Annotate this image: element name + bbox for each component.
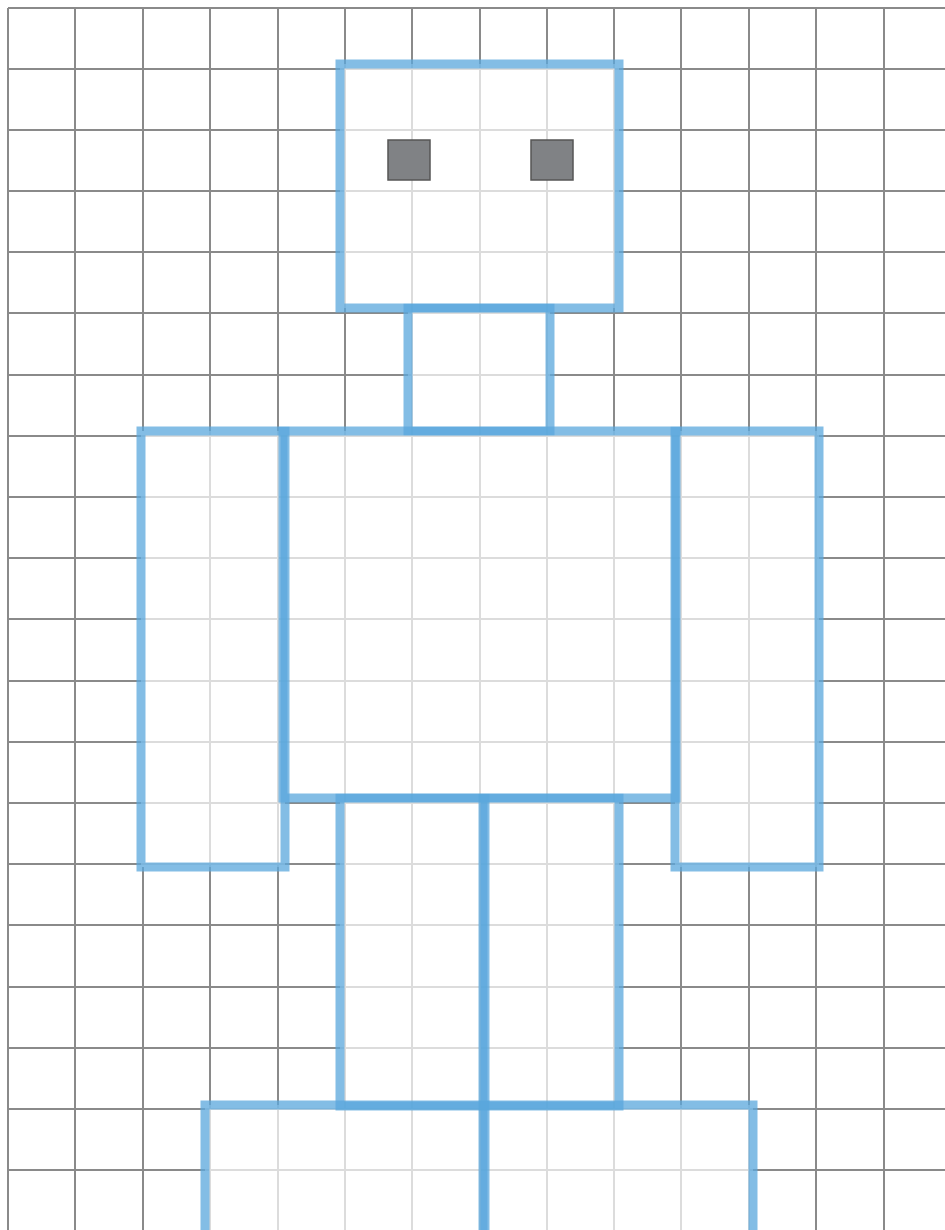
right-eye — [531, 140, 573, 180]
right-foot-fill — [483, 1105, 753, 1230]
right-leg-fill — [483, 798, 619, 1106]
left-eye — [388, 140, 430, 180]
